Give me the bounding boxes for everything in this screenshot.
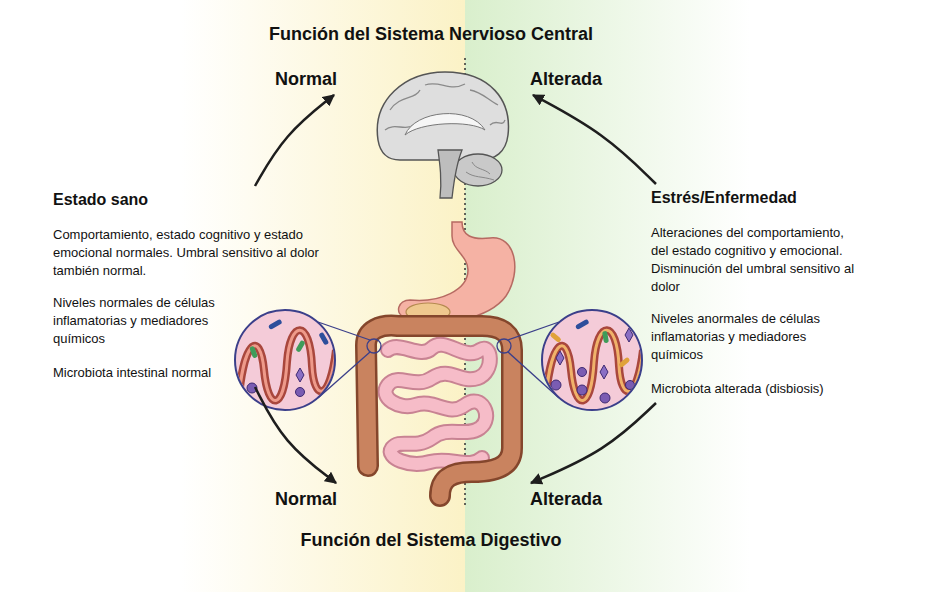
state-panel: Estrés/EnfermedadAlteraciones del compor… [648,186,870,400]
immune-cell [556,351,564,365]
state-text: Comportamiento, estado cognitivo y estad… [53,226,338,280]
state-label: Alterada [527,66,605,92]
influence-arrow [255,95,334,186]
cerebellum-folds [466,162,494,180]
brain-figure [377,72,508,198]
zoom-circle [235,310,335,410]
immune-cell [600,393,610,403]
bacterium [575,319,590,330]
altered-tissue-zoom [542,310,643,410]
stomach [399,222,515,323]
state-heading: Estrés/Enfermedad [651,188,867,208]
bacterium [268,319,283,330]
diagram-caption: Función del Sistema Digestivo [0,528,862,552]
small-intestine [385,345,489,464]
state-panel: Estado sanoComportamiento, estado cognit… [50,188,345,384]
small-intestine-outline [385,345,489,464]
state-text: Microbiota alterada (disbiosis) [651,380,856,398]
altered-ground [465,0,750,592]
influence-arrow [531,403,656,483]
immune-cell [578,368,587,377]
immune-cell [296,368,304,382]
state-label: Normal [272,66,340,92]
bacterium [549,332,561,344]
tissue-detail [545,319,643,410]
zoom-spot [497,339,511,353]
diagram-title: Función del Sistema Nervioso Central [0,22,862,46]
cerebrum [377,72,508,160]
tissue-detail [238,319,336,410]
tissue-ground [542,310,642,410]
bacterium [249,346,258,359]
state-text: Alteraciones del comportamiento, del est… [651,224,856,296]
immune-cell [600,365,608,379]
state-label: Normal [272,486,340,512]
bacterium [602,331,609,344]
state-heading: Alterada [530,68,602,90]
immune-cell [551,380,561,390]
influence-arrow [255,387,336,483]
bacterium [295,340,305,353]
tissue-ground [235,310,335,410]
state-text: Microbiota intestinal normal [53,364,253,382]
digestive-figure [366,222,515,496]
state-label: Alterada [527,486,605,512]
state-heading: Normal [275,68,337,90]
immune-cell [296,388,305,397]
state-text: Niveles normales de células inflamatoria… [53,294,231,348]
cerebellum [454,154,502,186]
state-heading: Normal [275,488,337,510]
colon-outline [366,326,512,496]
colon [366,326,512,496]
healthy-tissue-zoom [235,310,336,410]
immune-cell [577,385,587,395]
brainstem [438,150,462,198]
corpus-callosum [405,114,485,135]
influence-arrow [533,95,656,184]
state-heading: Estado sano [53,190,342,210]
state-heading: Alterada [530,488,602,510]
zoom-circle [542,310,642,410]
zoom-spot [367,339,381,353]
bacterium [618,357,630,369]
state-text: Niveles anormales de células inflamatori… [651,310,856,364]
